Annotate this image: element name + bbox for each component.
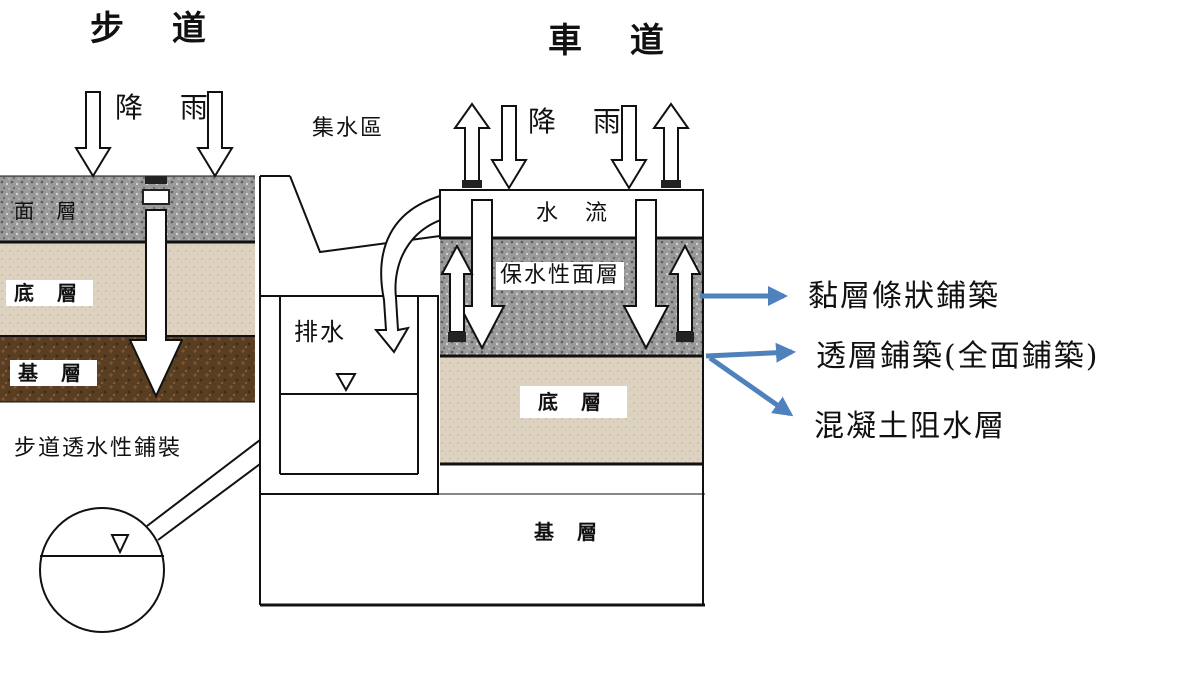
legend-concrete-barrier: 混凝土阻水層 bbox=[814, 409, 1006, 444]
sidewalk-caption: 步道透水性鋪裝 bbox=[14, 436, 183, 461]
roadway-rain-arrow-down-right bbox=[610, 105, 648, 190]
sidewalk-rain-arrow-right bbox=[196, 91, 234, 178]
roadway-rain-arrow-down-left bbox=[490, 105, 528, 190]
roadway-infiltration-arrow-left bbox=[458, 199, 506, 351]
prime-coat-pointer bbox=[705, 342, 796, 363]
legend-prime-coat: 透層鋪築(全面鋪築) bbox=[816, 339, 1100, 374]
sidewalk-surface-layer bbox=[0, 176, 255, 242]
sidewalk-rain-label: 降 雨 bbox=[115, 91, 222, 124]
capillary-arrow-left bbox=[440, 243, 474, 342]
water-flow-label: 水 流 bbox=[536, 201, 617, 226]
roadway-title: 車 道 bbox=[548, 21, 682, 61]
sidewalk-surface-label: 面 層 bbox=[14, 199, 85, 223]
sidewalk-rain-arrow-left bbox=[74, 91, 112, 178]
catchment-label: 集水區 bbox=[312, 116, 385, 141]
concrete-barrier-pointer bbox=[708, 355, 794, 417]
roadway-base-label: 底 層 bbox=[520, 386, 627, 418]
sidewalk-infiltration-arrow bbox=[128, 176, 184, 399]
roadway-surface-label: 保水性面層 bbox=[496, 262, 625, 290]
drain-label: 排水 bbox=[294, 318, 346, 346]
capillary-arrow-right bbox=[668, 243, 702, 342]
drain-pipe-icon bbox=[39, 439, 261, 633]
overflow-curved-arrow bbox=[373, 188, 471, 354]
roadway-evaporation-arrow-left bbox=[453, 102, 491, 188]
sidewalk-title: 步 道 bbox=[90, 9, 224, 49]
legend-tack-coat: 黏層條狀鋪築 bbox=[808, 279, 1000, 314]
sidewalk-subbase-label: 基 層 bbox=[10, 360, 97, 386]
roadway-infiltration-arrow-right bbox=[622, 199, 670, 351]
sidewalk-base-label: 底 層 bbox=[6, 280, 93, 306]
roadway-evaporation-arrow-right bbox=[652, 102, 690, 188]
roadway-subbase-label: 基 層 bbox=[534, 520, 605, 544]
roadway-rain-label: 降 雨 bbox=[528, 105, 635, 138]
